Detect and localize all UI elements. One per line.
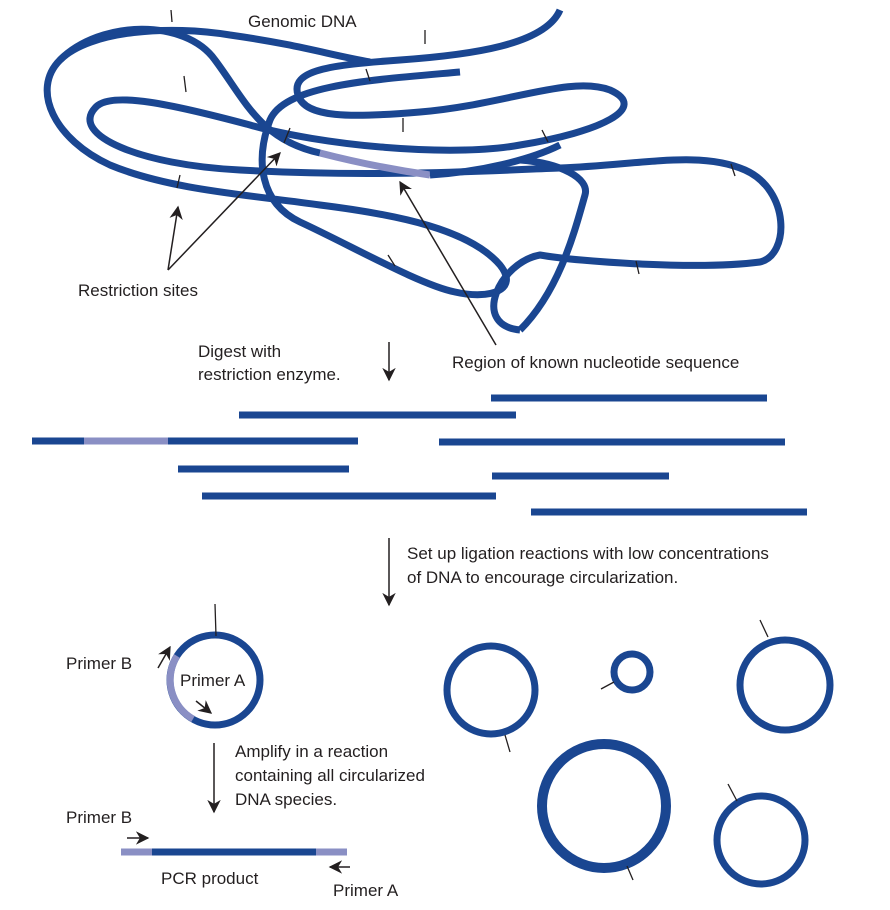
genomic-dna-strand bbox=[86, 8, 785, 334]
restriction-site-tick bbox=[600, 681, 615, 690]
restriction-site-tick bbox=[730, 163, 736, 177]
restriction-site-tick bbox=[183, 75, 187, 93]
circle-dna bbox=[736, 636, 834, 734]
genomic-dna-loop bbox=[43, 25, 510, 299]
restriction-fragments bbox=[32, 394, 807, 516]
circularized-known-fragment bbox=[166, 603, 264, 729]
restriction-site-tick bbox=[170, 9, 173, 23]
amplify-label-line2: containing all circularized bbox=[235, 766, 425, 785]
genomic-dna-loop-top bbox=[57, 26, 371, 66]
restriction-site-tick bbox=[541, 129, 549, 143]
primer-b-circle-label: Primer B bbox=[66, 654, 132, 673]
restriction-site-tick bbox=[365, 68, 371, 82]
circle-dna bbox=[610, 650, 654, 694]
circle-known-region bbox=[166, 654, 195, 723]
circle-dna bbox=[443, 642, 539, 738]
restriction-sites-label: Restriction sites bbox=[78, 281, 198, 300]
restriction-site-tick bbox=[176, 174, 181, 189]
genomic-dna-after-known bbox=[429, 141, 562, 179]
amplify-label-line1: Amplify in a reaction bbox=[235, 742, 388, 761]
genomic-dna bbox=[43, 8, 785, 334]
known-region-segment bbox=[319, 149, 431, 179]
genomic-dna-strand-2 bbox=[517, 156, 589, 333]
digest-label-line2: restriction enzyme. bbox=[198, 365, 341, 384]
ligation-label-line1: Set up ligation reactions with low conce… bbox=[407, 544, 769, 563]
pcr-product-label: PCR product bbox=[161, 869, 259, 888]
genomic-dna-label: Genomic DNA bbox=[248, 12, 357, 31]
primer-a-product-label: Primer A bbox=[333, 881, 399, 900]
primer-a-circle-arrow bbox=[195, 700, 213, 714]
restriction-site-tick bbox=[635, 260, 640, 275]
known-region-label: Region of known nucleotide sequence bbox=[452, 353, 739, 372]
digest-label-line1: Digest with bbox=[198, 342, 281, 361]
primer-b-product-label: Primer B bbox=[66, 808, 132, 827]
restriction-site-tick bbox=[504, 734, 511, 753]
ligation-label-line2: of DNA to encourage circularization. bbox=[407, 568, 678, 587]
known-region-arrow bbox=[399, 180, 497, 346]
circle-dna bbox=[713, 792, 809, 888]
restriction-site-arrow bbox=[167, 205, 183, 271]
restriction-site-tick bbox=[759, 619, 769, 638]
restriction-site-tick bbox=[387, 254, 396, 267]
restriction-site-tick bbox=[283, 127, 291, 144]
restriction-site-arrow bbox=[167, 152, 281, 271]
circle-restriction-site-tick bbox=[214, 603, 217, 637]
other-circularized-fragments bbox=[443, 619, 834, 888]
restriction-site-tick bbox=[626, 865, 634, 881]
amplify-label-line3: DNA species. bbox=[235, 790, 337, 809]
circle-dna bbox=[537, 739, 671, 873]
primer-b-circle-arrow bbox=[157, 645, 171, 669]
restriction-site-tick bbox=[727, 783, 738, 802]
primer-a-circle-label: Primer A bbox=[180, 671, 246, 690]
